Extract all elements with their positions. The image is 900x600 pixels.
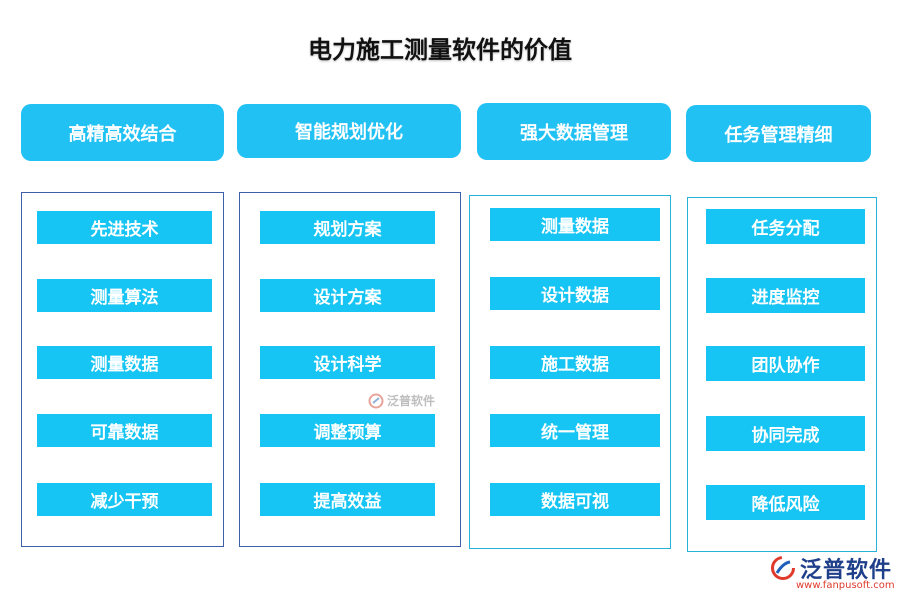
item-box: 数据可视 xyxy=(490,483,660,516)
item-box: 调整预算 xyxy=(260,414,435,447)
item-box: 设计科学 xyxy=(260,346,435,379)
brand-mark-icon xyxy=(771,556,795,580)
column-header-4: 任务管理精细 xyxy=(686,105,871,162)
item-box: 测量算法 xyxy=(37,279,212,312)
brand-url: www.fanpusoft.com xyxy=(796,580,895,591)
item-box: 进度监控 xyxy=(706,278,865,313)
brand-mark-icon xyxy=(368,393,384,408)
item-box: 协同完成 xyxy=(706,416,865,451)
item-box: 测量数据 xyxy=(490,208,660,241)
watermark: 泛普软件 xyxy=(368,392,435,409)
item-box: 团队协作 xyxy=(706,346,865,381)
item-box: 施工数据 xyxy=(490,346,660,379)
column-header-1: 高精高效结合 xyxy=(21,104,224,161)
column-header-3: 强大数据管理 xyxy=(477,103,671,160)
item-box: 降低风险 xyxy=(706,485,865,520)
item-box: 统一管理 xyxy=(490,414,660,447)
item-box: 测量数据 xyxy=(37,346,212,379)
brand-logo: 泛普软件 xyxy=(770,552,892,584)
brand-name: 泛普软件 xyxy=(800,558,893,583)
page-title: 电力施工测量软件的价值 xyxy=(308,36,572,64)
item-box: 规划方案 xyxy=(260,211,435,244)
item-box: 设计方案 xyxy=(260,279,435,312)
column-header-2: 智能规划优化 xyxy=(237,104,461,158)
item-box: 任务分配 xyxy=(706,209,865,244)
item-box: 设计数据 xyxy=(490,277,660,310)
item-box: 减少干预 xyxy=(37,483,212,516)
watermark-text: 泛普软件 xyxy=(387,394,436,408)
item-box: 先进技术 xyxy=(37,211,212,244)
item-box: 可靠数据 xyxy=(37,414,212,447)
item-box: 提高效益 xyxy=(260,483,435,516)
